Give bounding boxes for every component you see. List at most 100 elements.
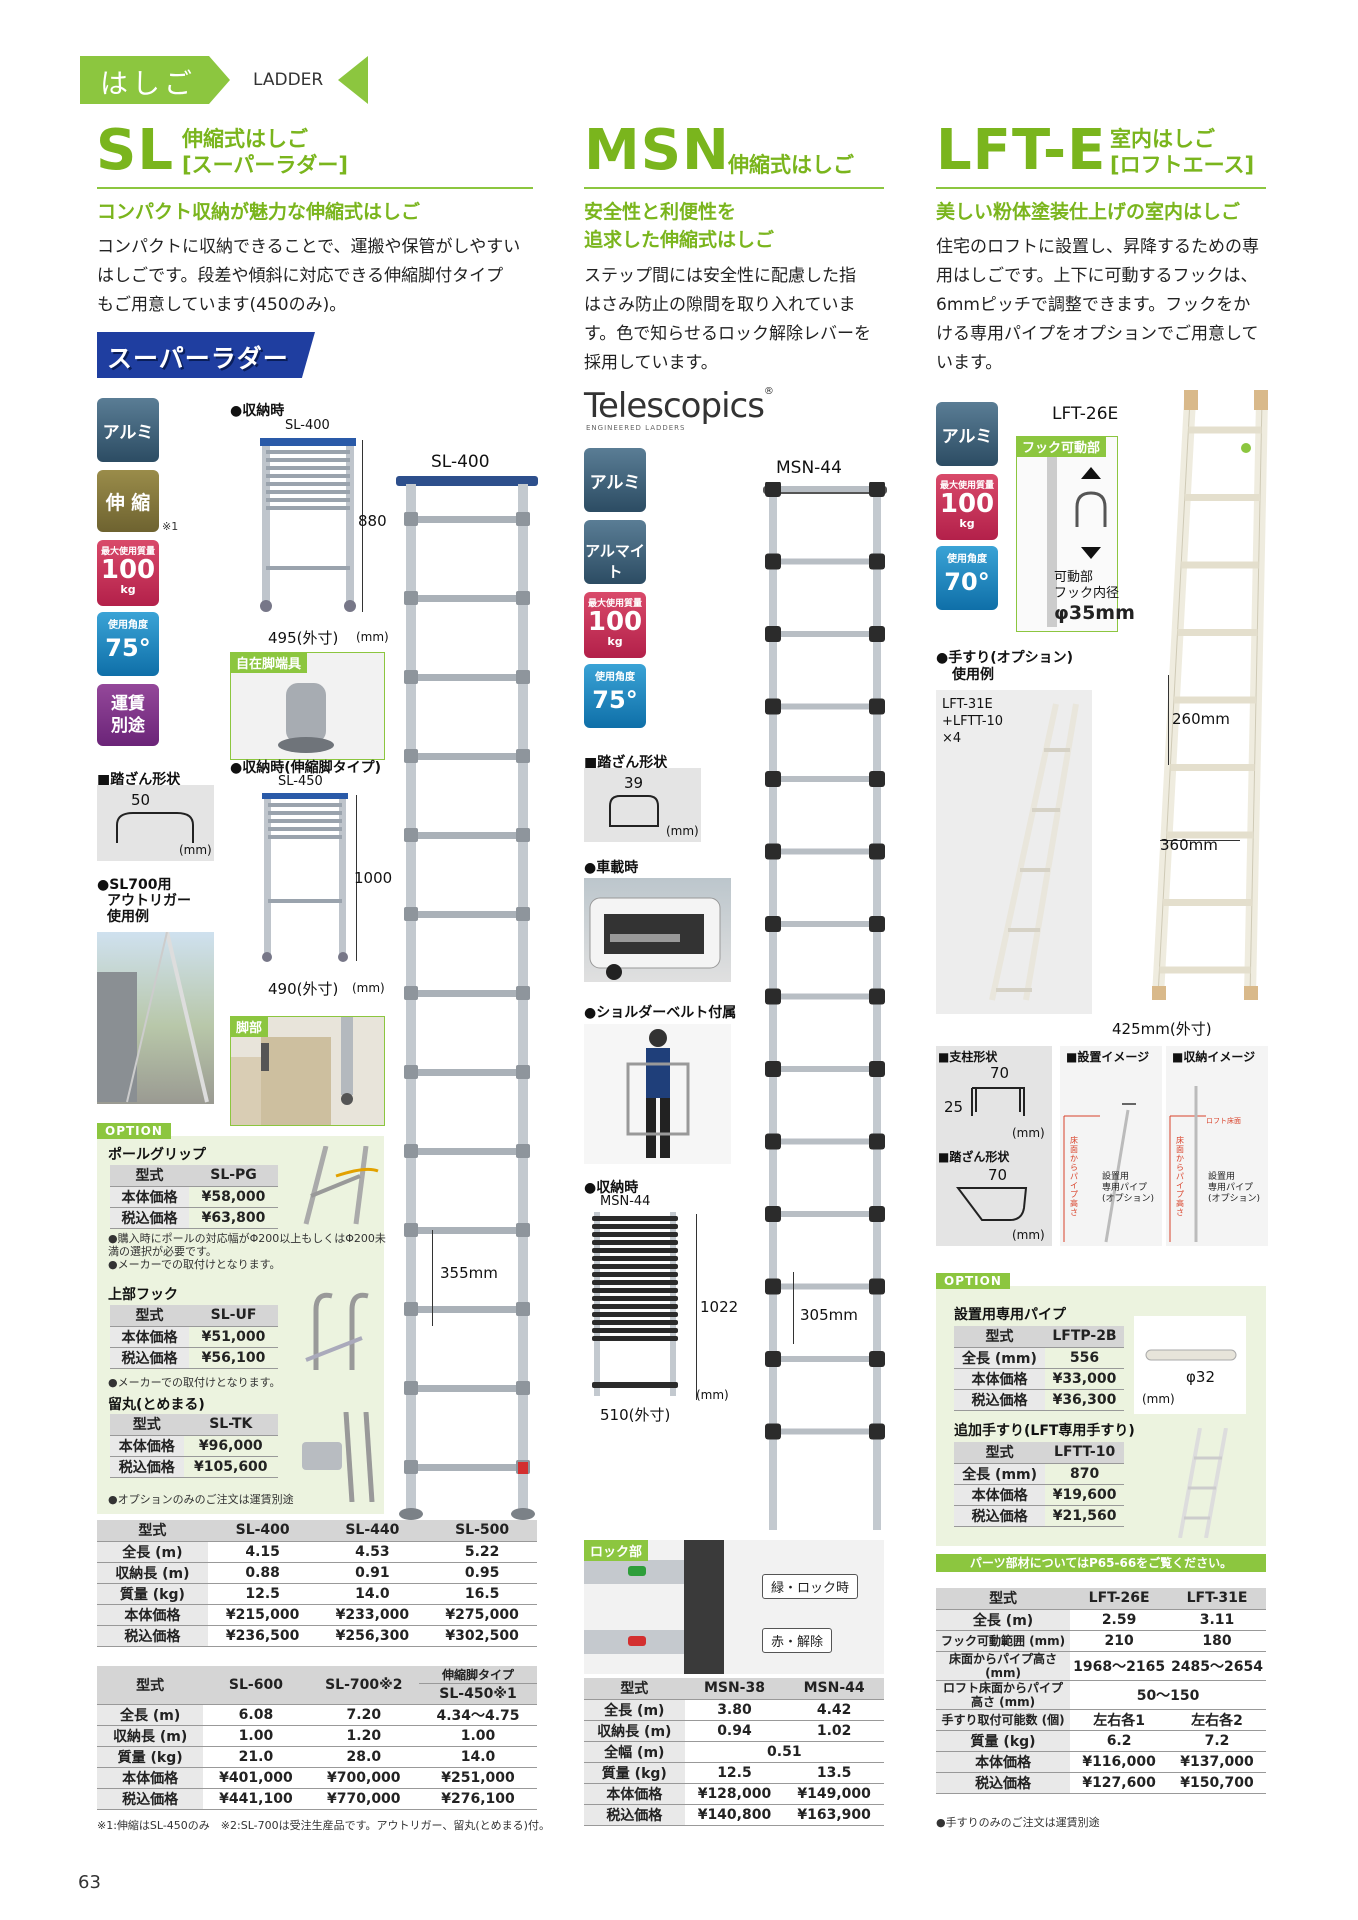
shoulder-belt-photo	[584, 1024, 731, 1164]
ladder-rung	[408, 1385, 526, 1392]
lft-main-ladder-image	[1152, 390, 1268, 1000]
rail-opt-image	[1170, 1427, 1234, 1539]
lock-green-label: 緑・ロック時	[762, 1574, 859, 1599]
rail-label: ●手すり(オプション)使用例	[936, 650, 1074, 683]
unit-mm: (mm)	[666, 824, 699, 838]
lft-main-model: LFT-26E	[1052, 404, 1119, 424]
ladder-joint	[516, 1144, 530, 1158]
msn-tagline: 安全性と利便性を追求した伸縮式はしご	[584, 201, 775, 251]
unit-mm: (mm)	[696, 1388, 729, 1402]
ladder-rung	[771, 1283, 879, 1290]
pipe-image: φ32	[1134, 1316, 1246, 1414]
ladder-foot	[1152, 986, 1166, 1000]
msn-main-ladder-image	[763, 482, 887, 1530]
table-row: 全長 (mm)556	[954, 1347, 1124, 1369]
rail-example-image: LFT-31E+LFTT-10×4	[936, 690, 1092, 1014]
ladder-joint	[516, 1302, 530, 1316]
table-row: 全長 (mm)870	[954, 1463, 1124, 1485]
ladder-joint	[404, 1302, 418, 1316]
material-badge: アルミ	[97, 398, 159, 462]
sl-footnote: ※1:伸縮はSL-450のみ ※2:SL-700は受注生産品です。アウトリガー、…	[97, 1819, 550, 1832]
ladder-rung	[592, 1336, 678, 1341]
ladder-rung	[592, 1288, 678, 1293]
msn-main-model: MSN-44	[776, 458, 842, 478]
ladder-joint	[516, 1065, 530, 1079]
ladder-rung	[408, 1069, 526, 1076]
ladder-joint	[765, 1351, 781, 1367]
sl-rule	[97, 187, 533, 189]
ladder-joint	[404, 1223, 418, 1237]
table-row: 本体価格¥33,000	[954, 1368, 1124, 1390]
hook-detail	[1016, 436, 1118, 632]
storage-image: ■収納イメージ 設置用専用パイプ(オプション) ロフト床面 床面からパイプ高さ	[1166, 1046, 1268, 1246]
ladder-joint	[516, 1381, 530, 1395]
sl-tagline: コンパクト収納が魅力な伸縮式はしご	[97, 201, 421, 223]
ladder-rung	[771, 848, 879, 855]
ladder-rung	[408, 1306, 526, 1313]
ladder-joint	[765, 482, 781, 497]
ladder-joint	[765, 1206, 781, 1222]
ladder-rail	[769, 490, 777, 1530]
table-row: 本体価格¥215,000¥233,000¥275,000	[97, 1604, 537, 1626]
ladder-joint	[869, 1133, 885, 1150]
material-badge: アルミ	[936, 402, 998, 466]
uf-notes: ●メーカーでの取付けとなります。	[108, 1376, 281, 1389]
msn-step-width: 39	[624, 774, 644, 792]
ladder-joint	[869, 988, 885, 1005]
msn-step-shape: 39 (mm)	[584, 768, 701, 842]
ladder-rung	[592, 1280, 678, 1285]
ladder-joint	[869, 1351, 885, 1367]
ladder-rung	[771, 631, 879, 637]
telescopics-logo: Telescopics®	[584, 386, 774, 426]
ladder-joint	[404, 986, 418, 1000]
ladder-rung	[408, 911, 526, 918]
ladder-rung	[771, 1138, 879, 1145]
sl-sub2: [スーパーラダー]	[182, 153, 348, 177]
ladder-joint	[765, 626, 781, 642]
uf-title: 上部フック	[108, 1287, 178, 1303]
ladder-joint	[516, 828, 530, 842]
table-row: 本体価格¥51,000	[110, 1326, 278, 1348]
upper-hook-image	[296, 1290, 376, 1370]
super-ladder-logo: スーパーラダー	[97, 332, 315, 378]
ladder-rung	[408, 753, 526, 760]
ladder-rung	[408, 516, 526, 523]
msn-sub1: 伸縮式はしご	[728, 153, 854, 177]
ladder-rung	[592, 1248, 678, 1253]
dim-line	[1168, 675, 1169, 765]
sl-sub1: 伸縮式はしご	[182, 127, 308, 151]
lft-dim-260: 260mm	[1172, 710, 1230, 728]
ladder-rung	[771, 486, 879, 492]
ladder-joint	[869, 916, 885, 932]
ladder-cap	[1254, 390, 1268, 410]
pole-grip-image	[296, 1145, 380, 1226]
ladder-joint	[404, 1144, 418, 1158]
header-arrow-icon	[338, 56, 368, 104]
ladder-rung	[592, 1328, 678, 1333]
ladder-rung	[408, 595, 526, 602]
sl700-label: ●SL700用アウトリガー使用例	[97, 877, 191, 925]
ladder-rung	[771, 558, 879, 565]
ladder-joint	[516, 907, 530, 921]
rail-model-2: +LFTT-10	[942, 714, 1004, 729]
ladder-rung	[592, 1320, 678, 1325]
ladder-foot	[1244, 986, 1258, 1000]
unit-mm: (mm)	[179, 843, 212, 857]
table-row: 税込価格¥21,560	[954, 1505, 1124, 1527]
ladder-joint	[765, 916, 781, 932]
lock-indicator	[518, 1462, 528, 1474]
telescopic-badge: 伸 縮	[97, 470, 159, 532]
caster-label: 自在脚端具	[230, 652, 308, 673]
